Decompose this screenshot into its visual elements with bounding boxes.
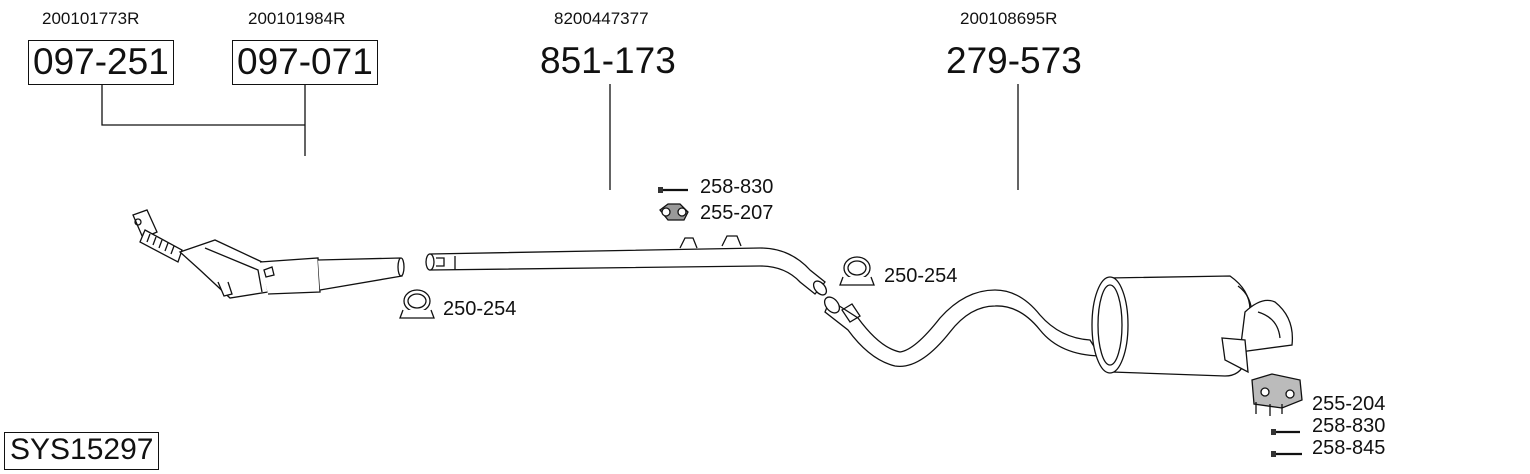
part-number-catalyst-2: 097-071 [232,40,378,85]
bolt-rear-1-icon [1271,429,1300,435]
mount-top-icon [659,203,689,221]
part-number-catalyst-1: 097-251 [28,40,174,85]
accessory-mount-top-label: 255-207 [700,202,774,224]
accessory-mount-rear-label: 255-204 [1312,393,1386,415]
accessory-bolt-rear-1-label: 258-830 [1312,415,1386,437]
oem-number-catalyst-1: 200101773R [42,9,140,28]
part-number-rear-silencer: 279-573 [946,40,1082,81]
catalyst-assembly [132,209,405,299]
accessory-bolt-top-label: 258-830 [700,176,774,198]
leader-lines [101,84,1019,190]
oem-number-middle-pipe: 8200447377 [554,9,649,28]
part-number-middle-pipe: 851-173 [540,40,676,81]
clamp-right-icon [839,256,875,286]
bolt-top-icon [658,187,688,193]
mount-rear-icon [1251,373,1303,416]
oem-number-catalyst-2: 200101984R [248,9,346,28]
accessory-bolt-rear-2-label: 258-845 [1312,437,1386,459]
system-id: SYS15297 [4,432,160,470]
middle-pipe [425,235,828,296]
rear-silencer-assembly [823,275,1294,377]
bolt-rear-2-icon [1271,451,1302,457]
accessory-clamp-left-label: 250-254 [443,298,517,320]
clamp-left-icon [399,289,435,319]
oem-number-rear-silencer: 200108695R [960,9,1058,28]
accessory-clamp-right-label: 250-254 [884,265,958,287]
